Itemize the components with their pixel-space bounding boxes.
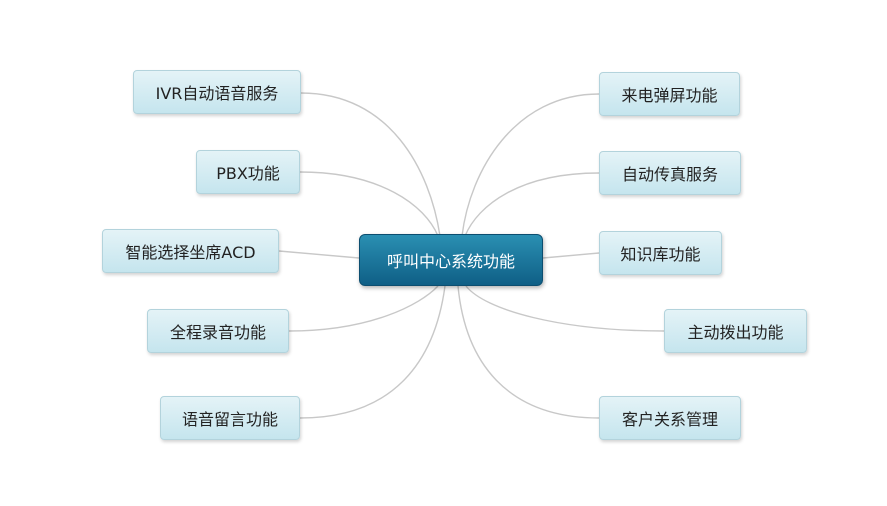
connector-left-4: [288, 285, 439, 332]
node-recording: 全程录音功能: [147, 309, 289, 353]
node-label: 客户关系管理: [621, 410, 718, 429]
node-crm: 客户关系管理: [599, 396, 741, 440]
node-label: IVR自动语音服务: [155, 84, 279, 103]
node-label: 智能选择坐席ACD: [125, 243, 256, 262]
node-acd: 智能选择坐席ACD: [102, 229, 279, 273]
connector-left-1: [300, 92, 441, 237]
node-label: PBX功能: [216, 164, 280, 183]
connector-right-1: [461, 93, 600, 237]
node-label: 全程录音功能: [169, 323, 266, 342]
center-node-label: 呼叫中心系统功能: [386, 252, 515, 271]
node-ivr: IVR自动语音服务: [133, 70, 301, 114]
center-node: 呼叫中心系统功能: [359, 234, 543, 286]
node-outbound: 主动拨出功能: [664, 309, 807, 353]
connector-right-3: [542, 252, 600, 259]
node-screen-pop: 来电弹屏功能: [599, 72, 740, 116]
connector-left-5: [299, 285, 446, 419]
node-label: 自动传真服务: [621, 165, 718, 184]
connector-right-2: [464, 172, 600, 237]
node-label: 语音留言功能: [181, 410, 278, 429]
connector-left-2: [299, 171, 439, 237]
node-pbx: PBX功能: [196, 150, 300, 194]
node-fax: 自动传真服务: [599, 151, 741, 195]
node-label: 知识库功能: [620, 245, 701, 264]
node-label: 主动拨出功能: [687, 323, 784, 342]
node-voicemail: 语音留言功能: [160, 396, 300, 440]
connector-right-5: [457, 285, 600, 419]
node-knowledge-base: 知识库功能: [599, 231, 722, 275]
connector-right-4: [465, 285, 665, 332]
node-label: 来电弹屏功能: [621, 86, 718, 105]
connector-left-3: [278, 250, 360, 259]
